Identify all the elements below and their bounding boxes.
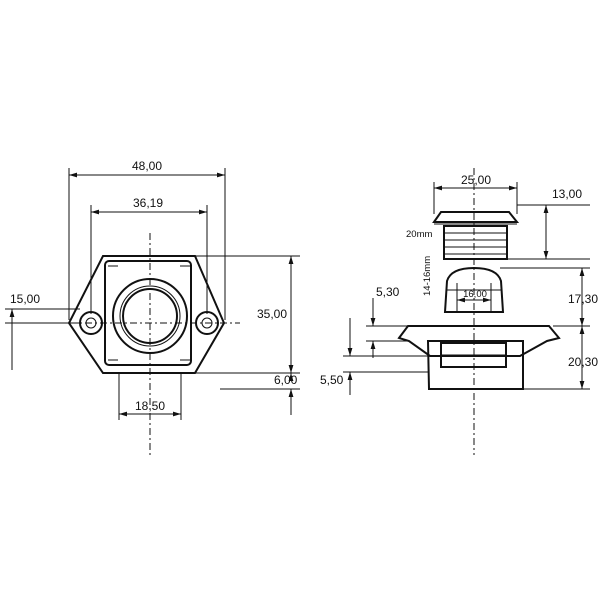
dim-lower-height: 20,30 [568, 355, 598, 369]
front-inner-body [104, 260, 192, 366]
dim-cap-diameter: 25,00 [461, 173, 491, 187]
side-thread [443, 225, 508, 260]
dim-hole-offset: 15,00 [10, 292, 40, 306]
label-panel-thickness: 14-16mm [422, 256, 433, 296]
dim-bottom-step: 5,50 [320, 373, 344, 387]
front-view: 48,00 36,19 35,00 15,00 6,00 18,50 [5, 159, 300, 455]
dim-bottom-offset: 6,00 [274, 373, 298, 387]
side-flange [397, 325, 561, 357]
side-core [443, 266, 505, 313]
dim-upper-height: 17,30 [568, 292, 598, 306]
side-view: 16,00 25,00 13,00 20mm 14-16mm 17,30 20,… [320, 168, 598, 455]
dim-height-total: 35,00 [257, 307, 287, 321]
dim-flange-thickness: 5,30 [376, 285, 400, 299]
button-middle-ring [119, 285, 181, 347]
side-body [426, 340, 524, 390]
dim-cap-height: 13,00 [552, 187, 582, 201]
dim-button-width: 18,50 [135, 399, 165, 413]
dim-width-inner: 36,19 [133, 196, 163, 210]
dim-width-outer: 48,00 [132, 159, 162, 173]
side-cap [432, 211, 520, 223]
dim-core-width: 16,00 [463, 289, 487, 300]
label-thread-length: 20mm [406, 229, 432, 240]
